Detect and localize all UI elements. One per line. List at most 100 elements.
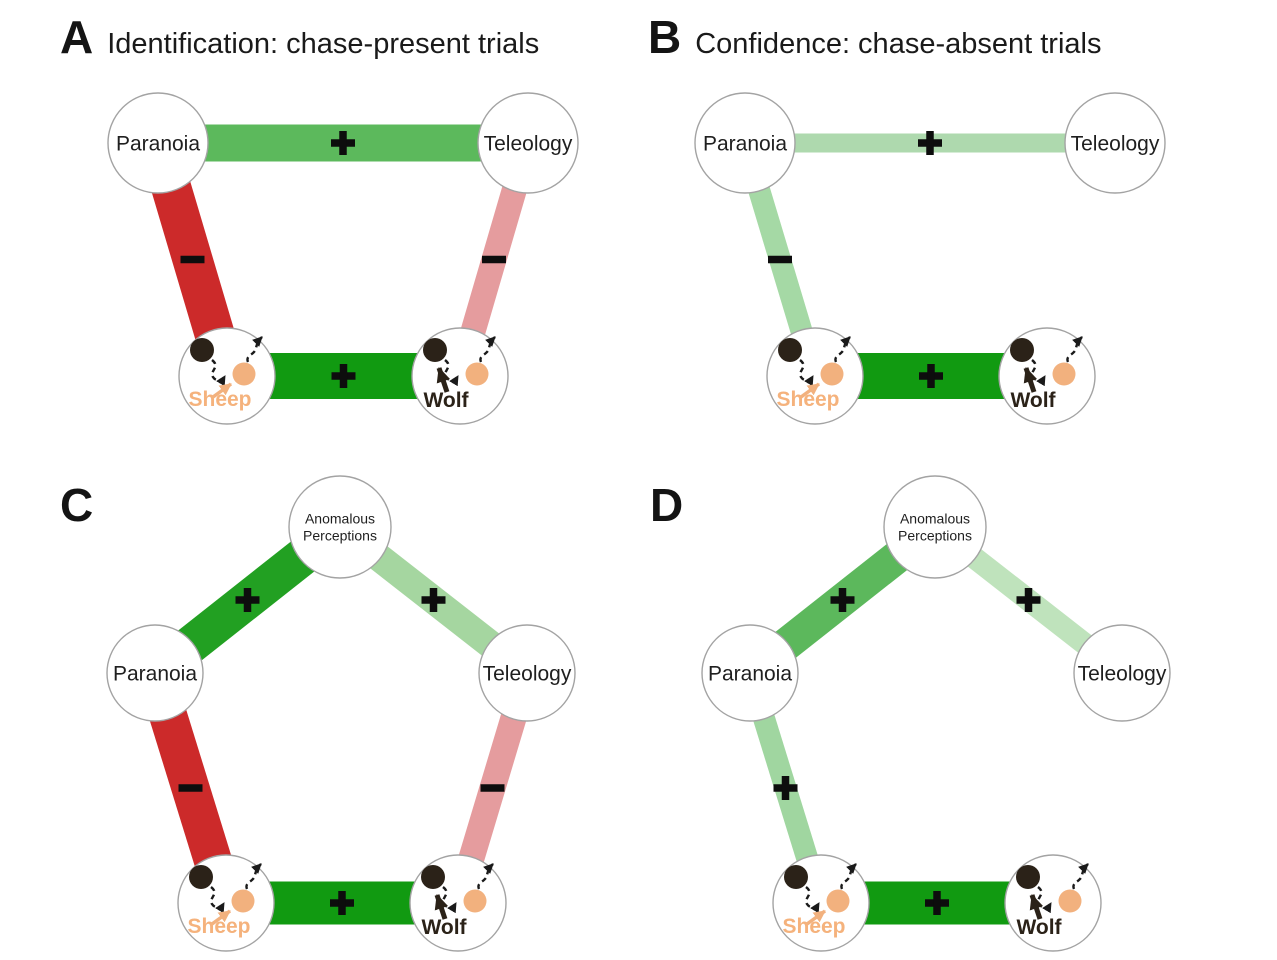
dashed-chase-arrow-icon xyxy=(804,886,821,914)
sheep-pointer-arrow-icon xyxy=(805,909,827,926)
panel-d-header: D xyxy=(650,478,697,532)
sheep-node-label: Sheep xyxy=(188,388,251,411)
node-circle-anomalous xyxy=(883,475,987,579)
node-C-wolf: Wolf xyxy=(409,854,507,952)
panel-c-header: C xyxy=(60,478,107,532)
edge-sign-D-paranoia-anomalous xyxy=(830,588,855,612)
node-label-paranoia: Paranoia xyxy=(116,132,200,155)
edge-sign-A-paranoia-teleology xyxy=(331,131,355,155)
dashed-chase-arrow-icon xyxy=(798,359,815,387)
node-A-paranoia: Paranoia xyxy=(107,92,209,194)
wolf-pointer-arrow-icon xyxy=(1029,894,1044,920)
panel-a-title: Identification: chase-present trials xyxy=(107,28,540,60)
node-label-paranoia: Paranoia xyxy=(703,132,787,155)
node-A-sheep: Sheep xyxy=(178,327,276,425)
sheep-dot-icon xyxy=(231,889,255,913)
dashed-flee-arrow-icon xyxy=(1066,336,1083,363)
node-B-teleology: Teleology xyxy=(1064,92,1166,194)
panel-b-letter: B xyxy=(648,11,682,63)
node-B-paranoia: Paranoia xyxy=(694,92,796,194)
node-label-paranoia: Paranoia xyxy=(113,662,197,685)
node-circle-teleology xyxy=(477,92,579,194)
edge-sign-B-sheep-wolf xyxy=(919,364,943,388)
wolf-dot-icon xyxy=(423,338,447,362)
node-circle-paranoia xyxy=(701,624,799,722)
dashed-flee-arrow-icon xyxy=(834,336,851,363)
wolf-node-label: Wolf xyxy=(1016,916,1062,939)
node-label-teleology: Teleology xyxy=(1078,662,1167,685)
node-D-teleology: Teleology xyxy=(1073,624,1171,722)
wolf-pointer-arrow-icon xyxy=(1023,367,1038,393)
dashed-flee-arrow-icon xyxy=(245,863,262,890)
sheep-node-label: Sheep xyxy=(187,915,250,938)
node-label-anomalous: Perceptions xyxy=(303,527,377,543)
edge-sign-C-anomalous-teleology xyxy=(421,588,446,612)
sheep-dot-icon xyxy=(1052,362,1076,386)
node-circle-paranoia xyxy=(106,624,204,722)
wolf-node-label: Wolf xyxy=(421,916,467,939)
node-label-paranoia: Paranoia xyxy=(708,662,792,685)
sheep-dot-icon xyxy=(1058,889,1082,913)
node-C-teleology: Teleology xyxy=(478,624,576,722)
node-C-sheep: Sheep xyxy=(177,854,275,952)
edge-sign-C-sheep-wolf xyxy=(330,891,354,915)
dashed-flee-arrow-icon xyxy=(1072,863,1089,890)
dashed-flee-arrow-icon xyxy=(840,863,857,890)
node-circle-anomalous xyxy=(288,475,392,579)
panel-c-letter: C xyxy=(60,479,94,531)
sheep-dot-icon xyxy=(826,889,850,913)
panel-b-title: Confidence: chase-absent trials xyxy=(695,28,1102,60)
wolf-dot-icon xyxy=(190,338,214,362)
sheep-node-label: Sheep xyxy=(782,915,845,938)
wolf-dot-icon xyxy=(784,865,808,889)
node-label-anomalous: Anomalous xyxy=(900,510,970,526)
panel-d-letter: D xyxy=(650,479,684,531)
node-D-sheep: Sheep xyxy=(772,854,870,952)
wolf-dot-icon xyxy=(778,338,802,362)
wolf-pointer-arrow-icon xyxy=(434,894,449,920)
node-A-teleology: Teleology xyxy=(477,92,579,194)
wolf-dot-icon xyxy=(1010,338,1034,362)
wolf-dot-icon xyxy=(421,865,445,889)
dashed-chase-arrow-icon xyxy=(209,886,226,914)
edge-sign-C-paranoia-anomalous xyxy=(235,588,260,612)
edge-sign-D-anomalous-teleology xyxy=(1016,588,1041,612)
wolf-node-label: Wolf xyxy=(423,389,469,412)
node-label-teleology: Teleology xyxy=(484,132,573,155)
edge-sign-D-paranoia-sheep xyxy=(773,776,798,800)
dashed-flee-arrow-icon xyxy=(246,336,263,363)
edge-sign-B-paranoia-teleology xyxy=(918,131,942,155)
node-D-wolf: Wolf xyxy=(1004,854,1102,952)
sheep-pointer-arrow-icon xyxy=(799,382,821,399)
node-circle-paranoia xyxy=(107,92,209,194)
node-B-sheep: Sheep xyxy=(766,327,864,425)
sheep-pointer-arrow-icon xyxy=(210,909,232,926)
sheep-dot-icon xyxy=(820,362,844,386)
node-label-teleology: Teleology xyxy=(1071,132,1160,155)
panel-a-letter: A xyxy=(60,11,94,63)
wolf-node-label: Wolf xyxy=(1010,389,1056,412)
node-circle-teleology xyxy=(1064,92,1166,194)
node-circle-teleology xyxy=(1073,624,1171,722)
node-label-teleology: Teleology xyxy=(483,662,572,685)
node-D-paranoia: Paranoia xyxy=(701,624,799,722)
edge-sign-A-sheep-wolf xyxy=(331,364,356,388)
edge-sign-D-sheep-wolf xyxy=(925,891,949,915)
dashed-flee-arrow-icon xyxy=(477,863,494,890)
node-circle-paranoia xyxy=(694,92,796,194)
sheep-dot-icon xyxy=(465,362,489,386)
node-C-paranoia: Paranoia xyxy=(106,624,204,722)
panel-b-header: B Confidence: chase-absent trials xyxy=(648,10,1101,64)
node-B-wolf: Wolf xyxy=(998,327,1096,425)
node-label-anomalous: Anomalous xyxy=(305,510,375,526)
wolf-dot-icon xyxy=(189,865,213,889)
sheep-dot-icon xyxy=(463,889,487,913)
sheep-dot-icon xyxy=(232,362,256,386)
